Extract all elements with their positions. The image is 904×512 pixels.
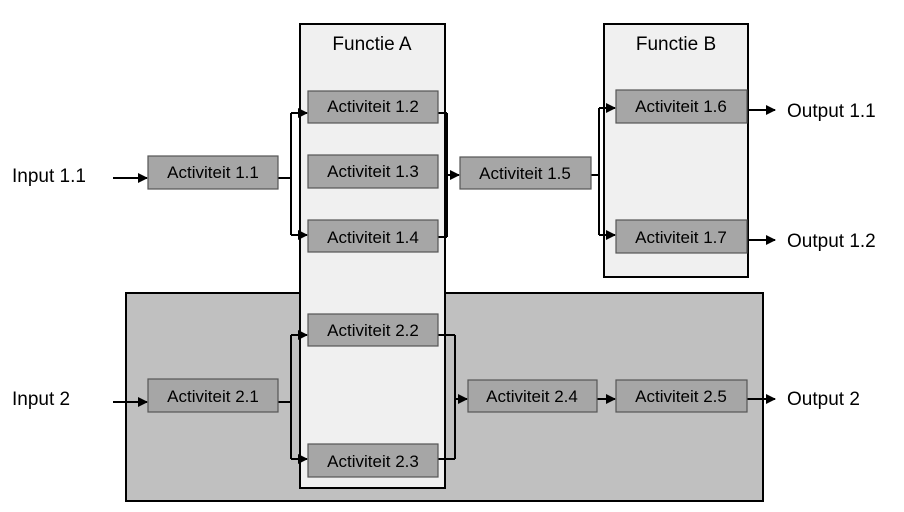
svg-text:Activiteit 2.5: Activiteit 2.5: [635, 387, 727, 406]
output-1-2-label: Output 1.2: [787, 231, 876, 252]
svg-text:Activiteit 2.2: Activiteit 2.2: [327, 321, 419, 340]
activity-2-3: Activiteit 2.3: [307, 443, 439, 478]
svg-text:Activiteit 2.3: Activiteit 2.3: [327, 452, 419, 471]
input-1-1-label: Input 1.1: [12, 166, 86, 187]
svg-text:Activiteit 1.6: Activiteit 1.6: [635, 97, 727, 116]
activity-1-6: Activiteit 1.6: [615, 89, 748, 124]
activity-2-2: Activiteit 2.2: [307, 313, 439, 347]
activity-1-5: Activiteit 1.5: [459, 156, 592, 190]
svg-text:Activiteit 1.7: Activiteit 1.7: [635, 228, 727, 247]
svg-text:Activiteit 1.2: Activiteit 1.2: [327, 97, 419, 116]
svg-text:Activiteit 2.4: Activiteit 2.4: [486, 387, 578, 406]
connectors-process-2: [113, 330, 776, 464]
activity-1-1: Activiteit 1.1: [147, 155, 279, 190]
function-b-label: Functie B: [636, 34, 716, 55]
output-2-label: Output 2: [787, 389, 860, 410]
activity-2-5: Activiteit 2.5: [615, 379, 748, 413]
activity-1-4: Activiteit 1.4: [307, 219, 439, 253]
activity-1-3: Activiteit 1.3: [307, 154, 439, 189]
activity-1-2: Activiteit 1.2: [307, 90, 439, 124]
activity-2-1: Activiteit 2.1: [147, 378, 279, 413]
svg-text:Activiteit 1.3: Activiteit 1.3: [327, 162, 419, 181]
function-a-label: Functie A: [332, 34, 412, 55]
activity-2-4: Activiteit 2.4: [467, 379, 598, 413]
svg-text:Activiteit 2.1: Activiteit 2.1: [167, 387, 259, 406]
svg-text:Activiteit 1.1: Activiteit 1.1: [167, 163, 259, 182]
svg-text:Activiteit 1.4: Activiteit 1.4: [327, 228, 419, 247]
input-2-label: Input 2: [12, 389, 70, 410]
activity-1-7: Activiteit 1.7: [615, 219, 748, 254]
output-1-1-label: Output 1.1: [787, 101, 876, 122]
connectors-process-1: [113, 103, 776, 245]
svg-text:Activiteit 1.5: Activiteit 1.5: [479, 164, 571, 183]
